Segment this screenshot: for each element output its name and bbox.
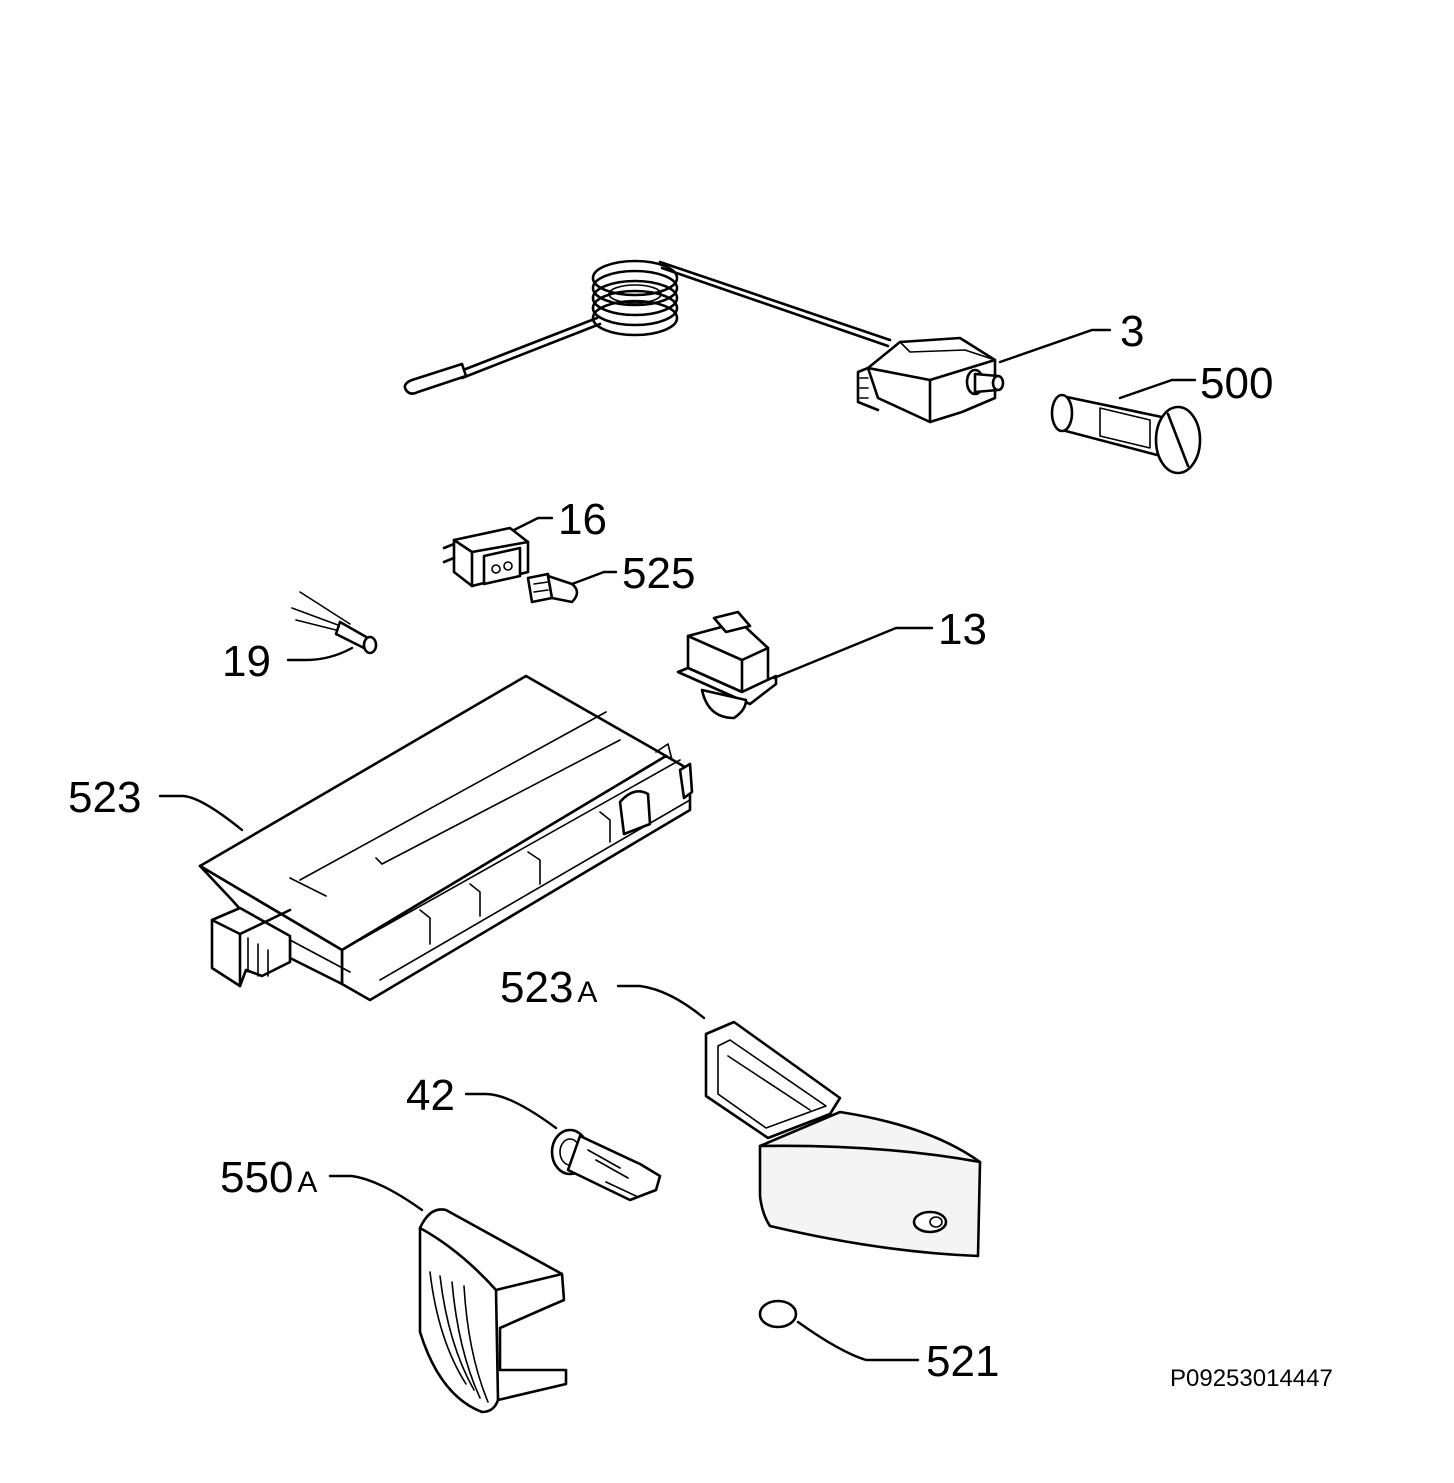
front-cover-drawing [704, 1020, 982, 1258]
part-523A-number: 523 [500, 963, 573, 1012]
switch-drawing [442, 526, 530, 588]
part-42-leader [464, 1092, 558, 1130]
part-550A-suffix: A [297, 1166, 317, 1199]
part-550A-number: 550 [220, 1153, 293, 1202]
part-523-label: 523 [68, 773, 141, 822]
part-523A-suffix: A [577, 976, 597, 1009]
light-switch-drawing [676, 610, 778, 720]
part-3-label: 3 [1120, 307, 1144, 356]
part-550A-leader [328, 1174, 424, 1212]
figure-reference: P09253014447 [1170, 1365, 1333, 1392]
part-19-label: 19 [222, 637, 271, 686]
part-16-label: 16 [558, 495, 607, 544]
lamp-drawing [526, 572, 579, 604]
o-ring-drawing [758, 1299, 798, 1329]
part-525-label: 525 [622, 549, 695, 598]
part-19-leader [286, 646, 354, 662]
end-cap-drawing [418, 1208, 568, 1414]
part-521-label: 521 [926, 1337, 999, 1386]
control-housing-drawing [198, 674, 694, 1002]
part-16-leader [512, 516, 554, 532]
part-525-leader [570, 570, 618, 586]
sensor-drawing [291, 591, 378, 655]
part-500-leader [1118, 378, 1197, 400]
part-523A-leader [616, 984, 706, 1020]
knob-drawing [1050, 393, 1202, 475]
part-3-leader [998, 328, 1112, 364]
part-13-leader [772, 626, 934, 680]
part-523-leader [158, 794, 244, 832]
thermostat-drawing [403, 259, 1005, 424]
part-42-label: 42 [406, 1071, 455, 1120]
part-500-label: 500 [1200, 359, 1273, 408]
lamp-socket-drawing [550, 1128, 662, 1202]
part-13-label: 13 [938, 605, 987, 654]
part-521-leader [796, 1320, 920, 1362]
